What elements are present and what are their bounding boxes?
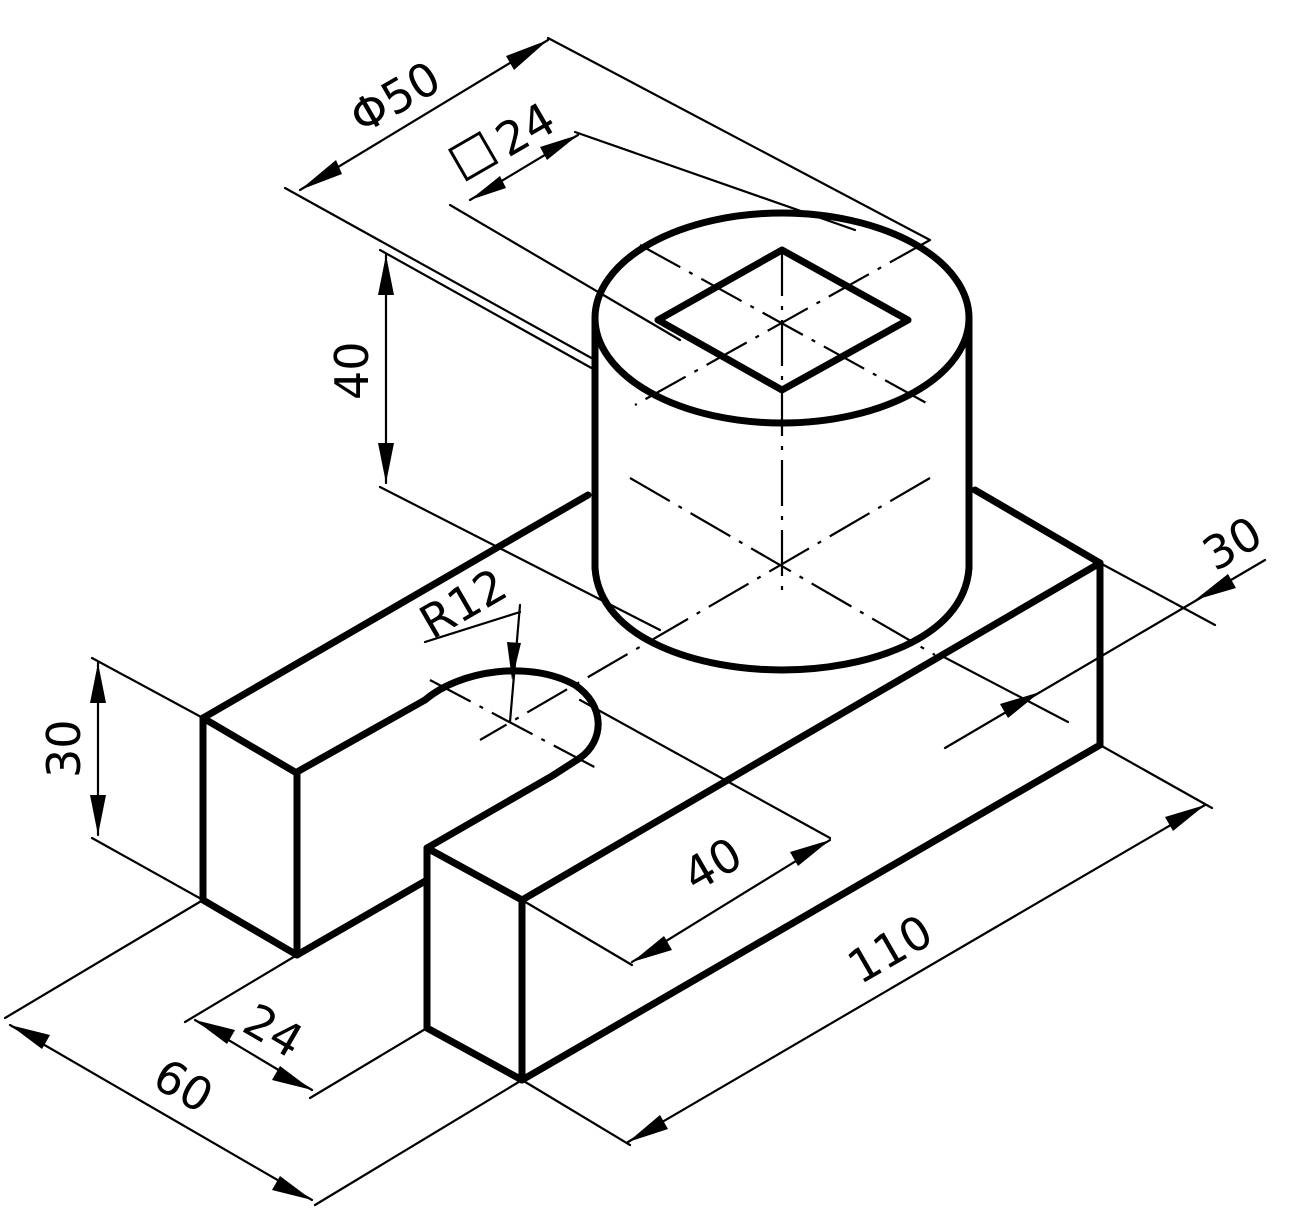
- dim-phi50: [298, 38, 550, 192]
- arrow-30r-outer: [1195, 574, 1236, 600]
- arrow-40v-top: [378, 255, 394, 295]
- ext-30r-b: [938, 653, 1070, 724]
- label-30-right: 30: [1194, 505, 1272, 581]
- slot-arc: [421, 667, 602, 780]
- base-back-edge: [199, 491, 592, 722]
- ext-60-left: [3, 898, 205, 1020]
- label-40-slot: 40: [674, 826, 752, 902]
- arrow-40v-bottom: [378, 443, 394, 483]
- ext-phi50-left: [283, 186, 597, 362]
- label-60: 60: [145, 1048, 223, 1124]
- arrow-40s-left: [632, 936, 672, 962]
- label-24-slot: 24: [235, 993, 313, 1069]
- ext-24-right: [308, 1026, 429, 1100]
- arrow-40s-right: [790, 840, 830, 866]
- arrow-110-right: [1165, 805, 1205, 831]
- label-110: 110: [839, 904, 942, 995]
- arrow-24-left: [195, 1020, 235, 1044]
- ext-40-top: [378, 248, 597, 372]
- arrow-24-right: [272, 1066, 312, 1090]
- dimension-labels: Φ50 24 40 30 30 R12 40 110 24 60: [37, 50, 1271, 1123]
- ext-40s-b: [520, 898, 634, 967]
- dimension-lines: [3, 36, 1267, 1207]
- label-30-left: 30: [37, 719, 91, 778]
- arrow-r12: [507, 642, 521, 680]
- ext-phi50-right: [546, 36, 932, 242]
- right-end-face: [518, 559, 1104, 1084]
- dim-60: [8, 1023, 314, 1202]
- arrow-30l-top: [90, 663, 106, 703]
- ext-60-right: [313, 1078, 524, 1207]
- arrow-sq24-left: [470, 176, 506, 200]
- base-front-top-edge: [518, 559, 1104, 904]
- arrow-60-left: [10, 1025, 50, 1049]
- base-centerline-b: [479, 477, 931, 741]
- ext-30-bottom: [90, 836, 205, 902]
- ext-30-top: [90, 656, 205, 720]
- arrow-phi50-left: [300, 160, 342, 190]
- r12-leader-h: [423, 610, 522, 644]
- arrow-phi50-right: [506, 40, 548, 70]
- arrow-60-right: [272, 1176, 312, 1200]
- label-r12: R12: [411, 558, 516, 650]
- cylinder-bottom-arc: [591, 564, 973, 674]
- label-phi50: Φ50: [341, 50, 450, 144]
- ext-40-bottom: [378, 485, 662, 632]
- slot-step-edge: [293, 876, 431, 959]
- ext-110-right: [1098, 743, 1214, 810]
- ext-24-left: [183, 953, 299, 1024]
- slot-centerline: [429, 679, 601, 771]
- label-40-vertical: 40: [325, 341, 379, 400]
- center-lines: [429, 239, 936, 771]
- front-block-outline: [423, 844, 526, 1084]
- ext-sq24-left: [448, 203, 682, 342]
- top-centerline-b: [634, 239, 931, 406]
- base-right-back-edge: [971, 486, 1104, 567]
- top-centerline-a: [639, 244, 931, 406]
- arrow-30l-bottom: [90, 795, 106, 835]
- dim-110: [626, 803, 1207, 1144]
- label-sq24: 24: [487, 91, 565, 167]
- front-block-top-left: [423, 772, 556, 852]
- ext-30r-a: [1098, 561, 1217, 627]
- ext-40s-a: [578, 698, 832, 840]
- arrowheads: [10, 40, 1236, 1200]
- ext-sq24-right: [573, 130, 857, 232]
- ext-110-left: [520, 1078, 632, 1147]
- arrow-110-left: [628, 1115, 668, 1142]
- left-block-outline: [199, 696, 429, 959]
- square-symbol: [447, 130, 499, 182]
- arrow-30r-inner: [1000, 692, 1040, 718]
- base-centerline-a: [629, 477, 936, 656]
- arrow-sq24-right: [540, 135, 578, 160]
